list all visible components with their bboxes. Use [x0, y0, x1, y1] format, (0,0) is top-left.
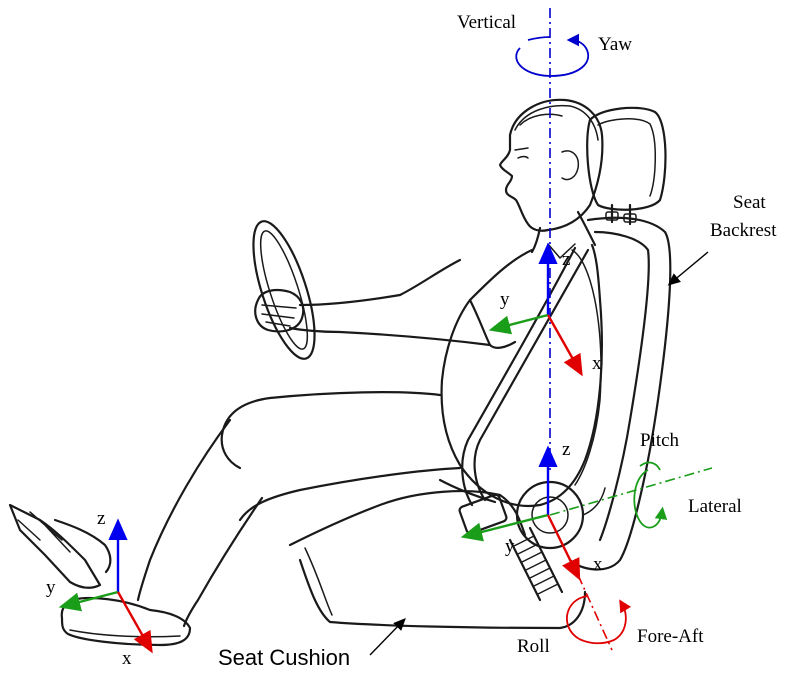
label-seat-cushion: Seat Cushion — [218, 645, 350, 668]
seat-x-label: x — [593, 554, 603, 575]
seatbelt — [475, 250, 588, 500]
backrest-pointer-arrow — [672, 252, 708, 282]
seat-cushion — [290, 491, 525, 545]
floor-y-label: y — [46, 577, 56, 598]
vertical-axis-group — [516, 8, 588, 470]
seat-y-label: y — [505, 536, 515, 557]
fore-aft-axis-line — [578, 575, 612, 650]
seat-illustration — [290, 108, 670, 628]
seat-z-label: z — [562, 439, 570, 460]
label-yaw: Yaw — [598, 34, 632, 55]
label-seat-backrest-2: Backrest — [710, 220, 777, 241]
upper-z-label: z — [562, 249, 570, 270]
fore-aft-axis-group — [567, 575, 626, 650]
label-vertical: Vertical — [457, 12, 516, 33]
floor-z-label: z — [97, 508, 105, 529]
seat-axes — [470, 455, 576, 572]
upper-y-label: y — [500, 289, 510, 310]
label-fore-aft: Fore-Aft — [637, 626, 704, 647]
seat-x-arrow — [548, 515, 576, 572]
driver-arm — [290, 328, 490, 345]
seat-y-arrow — [470, 515, 548, 535]
label-lateral: Lateral — [688, 496, 742, 517]
cushion-pointer-arrow — [370, 622, 402, 655]
yaw-rotation-arrow — [516, 40, 588, 76]
driver-torso — [442, 245, 602, 506]
upper-x-arrow — [548, 315, 578, 368]
seat-backrest — [570, 218, 670, 570]
upper-y-arrow — [498, 315, 548, 328]
upper-x-label: x — [592, 353, 602, 374]
label-seat-backrest-1: Seat — [733, 192, 766, 213]
pedal — [10, 505, 100, 588]
floor-x-label: x — [122, 648, 132, 668]
label-roll: Roll — [517, 636, 550, 657]
driver-illustration — [10, 100, 602, 645]
pitch-rotation-arrow — [634, 470, 662, 528]
driver-leg — [222, 392, 440, 468]
label-pitch: Pitch — [640, 430, 680, 451]
